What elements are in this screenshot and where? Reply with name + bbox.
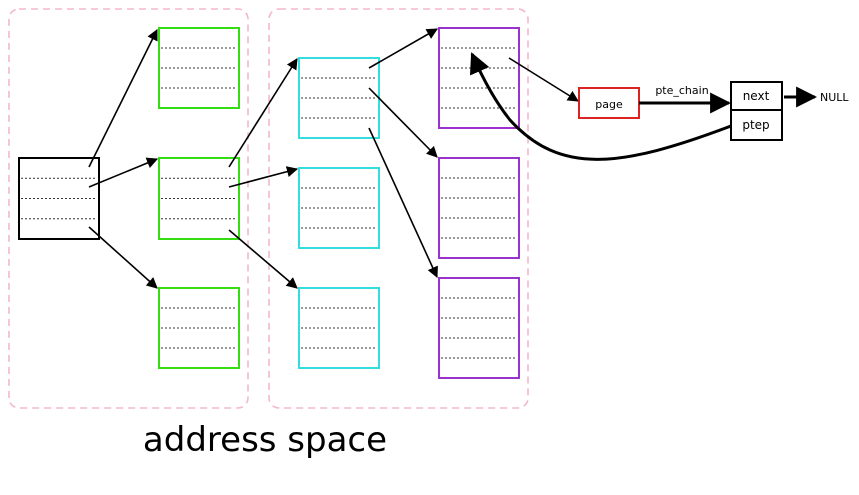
level3-table-middle: [298, 167, 380, 249]
level4-table-middle: [438, 157, 520, 259]
level4-table-bottom-frame: [438, 277, 520, 379]
root-table: [18, 157, 100, 240]
pte-chain-ptep-cell: [730, 109, 783, 141]
level3-table-bottom: [298, 287, 380, 369]
level4-table-top: [438, 27, 520, 129]
null-label: NULL: [820, 91, 849, 104]
table-arrows: [88, 28, 579, 289]
ptep-back-pointer-arrow: [469, 52, 732, 161]
pte-chain-label: pte_chain: [655, 84, 708, 97]
ptep-label: ptep: [742, 118, 769, 132]
page-box: [578, 87, 640, 119]
address-space-region-right: [268, 8, 529, 409]
pte-chain-next-cell: [730, 81, 783, 111]
level4-table-bottom: [438, 277, 520, 379]
level4-table-middle-frame: [438, 157, 520, 259]
next-label: next: [743, 89, 770, 103]
level3-table-top: [298, 57, 380, 139]
page-label: page: [595, 98, 623, 111]
level2-table-bottom: [158, 287, 240, 369]
address-space-region-left: [8, 8, 249, 409]
level4-table-top-frame: [438, 27, 520, 129]
level2-table-top: [158, 27, 240, 109]
level2-table-middle: [158, 157, 240, 240]
address-space-caption: address space: [142, 420, 388, 460]
